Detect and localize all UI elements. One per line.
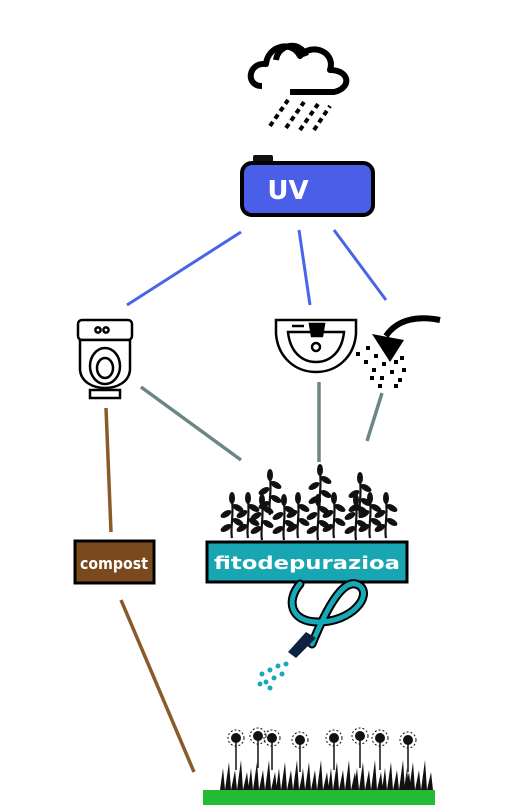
clean-water-lines [126,229,388,307]
garden-hose-icon [257,579,368,691]
toilet-icon [76,318,134,400]
sink-icon [274,318,358,374]
line-toilet-plants [139,385,243,462]
ground-strip [203,790,435,805]
compost-node: compost [73,539,156,585]
line-uv-sink [297,229,312,306]
fitodepurazione-label: fitodepurazioa [214,553,400,574]
line-shower-plants [365,392,384,442]
rain-cloud-icon [247,43,350,132]
line-compost-meadow [119,599,196,773]
uv-filter-node: UV [240,155,375,217]
line-toilet-compost [104,407,113,533]
grey-water-lines [139,382,384,462]
compost-label: compost [80,554,148,573]
fitodepurazione-node: fitodepurazioa [205,540,409,584]
plants-icon [218,462,400,542]
uv-label: UV [267,176,308,206]
line-uv-toilet [126,230,242,307]
shower-icon [356,315,441,388]
black-water-lines [104,407,196,773]
meadow-flowers-icon [203,727,435,805]
line-uv-shower [332,229,388,301]
